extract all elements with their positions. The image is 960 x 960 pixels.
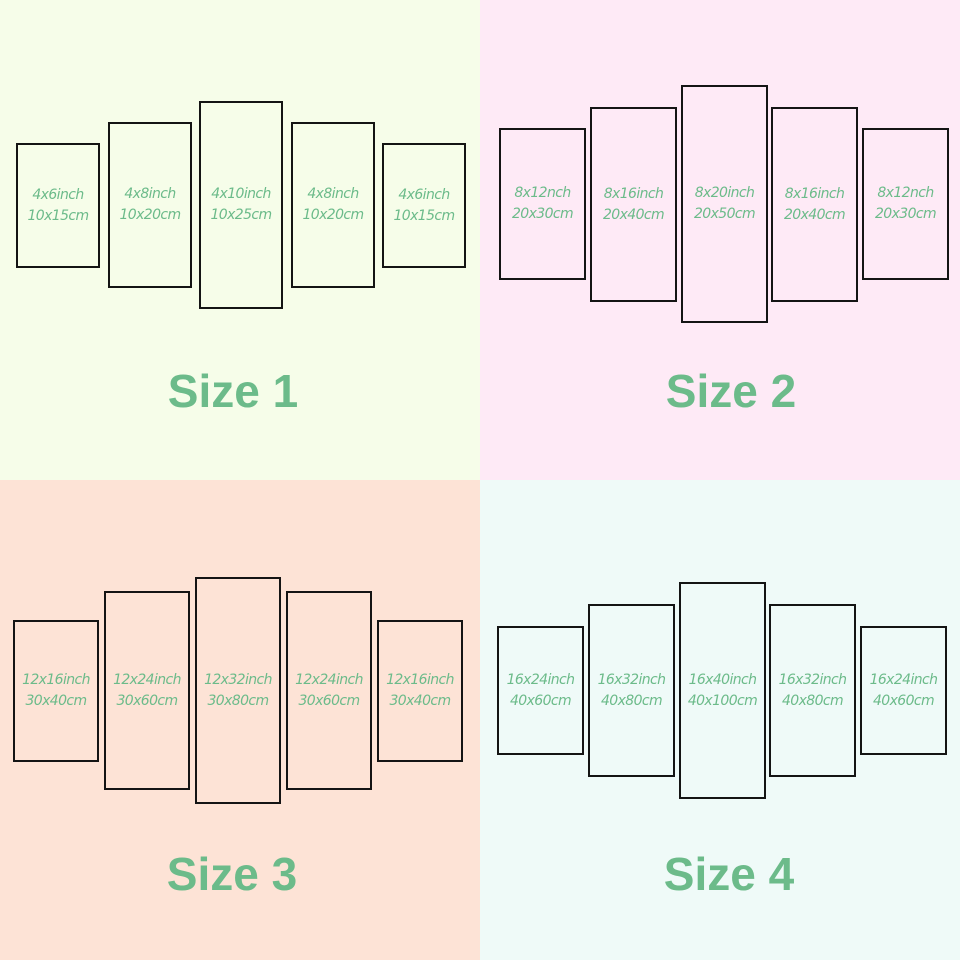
size-4-section: 16x24inch 40x60cm 16x32inch 40x80cm 16x4… [480, 480, 960, 960]
panel-inch-label: 4x8inch [307, 186, 359, 202]
panel-inch-label: 16x24inch [869, 671, 938, 688]
panel-inch-label: 16x32inch [597, 671, 666, 688]
panel-inch-label: 12x16inch [22, 672, 90, 688]
panel-cm-label: 40x80cm [781, 692, 844, 709]
panel-inch-label: 8x12nch [514, 185, 571, 201]
panel-cm-label: 30x60cm [116, 692, 178, 709]
size-title: Size 4 [663, 848, 795, 900]
panel-inch-label: 8x20inch [694, 185, 755, 201]
panel-5: 4x6inch 10x15cm [382, 143, 466, 268]
panel-2: 12x24inch 30x60cm [104, 591, 190, 790]
size-2-section: 8x12nch 20x30cm 8x16inch 20x40cm 8x20inc… [480, 0, 960, 480]
panel-cm-label: 40x60cm [509, 692, 572, 709]
panel-2: 8x16inch 20x40cm [590, 107, 677, 302]
panel-inch-label: 4x10inch [211, 186, 271, 202]
panel-cm-label: 10x15cm [393, 207, 455, 224]
panel-inch-label: 8x16inch [603, 185, 664, 202]
panel-cm-label: 40x80cm [600, 692, 663, 709]
panel-2: 4x8inch 10x20cm [108, 122, 192, 288]
panel-3: 16x40inch 40x100cm [679, 582, 766, 799]
panel-inch-label: 4x6inch [398, 186, 450, 203]
panel-inch-label: 4x6inch [32, 186, 84, 203]
panel-5: 12x16inch 30x40cm [377, 620, 463, 762]
panel-4: 16x32inch 40x80cm [769, 604, 856, 777]
panel-1: 4x6inch 10x15cm [16, 143, 100, 268]
size-title: Size 2 [665, 365, 797, 417]
panel-inch-label: 8x12nch [877, 185, 934, 201]
panel-2: 16x32inch 40x80cm [588, 604, 675, 777]
size-1-section: 4x6inch 10x15cm 4x8inch 10x20cm 4x10inch… [0, 0, 480, 480]
panel-4: 8x16inch 20x40cm [771, 107, 858, 302]
panel-inch-label: 4x8inch [124, 186, 176, 202]
panel-inch-label: 12x24inch [295, 671, 363, 688]
panel-cm-label: 20x40cm [783, 206, 846, 223]
panel-cm-label: 10x20cm [119, 207, 181, 223]
panel-inch-label: 12x16inch [386, 672, 454, 688]
panel-3: 8x20inch 20x50cm [681, 85, 768, 323]
panel-cm-label: 30x40cm [25, 693, 87, 709]
panel-cm-label: 40x60cm [872, 692, 935, 709]
panel-cm-label: 30x60cm [298, 692, 360, 709]
panel-cm-label: 20x30cm [511, 206, 574, 222]
panel-cm-label: 20x40cm [602, 206, 665, 223]
panel-1: 16x24inch 40x60cm [497, 626, 584, 755]
panel-inch-label: 16x24inch [506, 671, 575, 688]
panel-1: 8x12nch 20x30cm [499, 128, 586, 280]
panel-3: 4x10inch 10x25cm [199, 101, 283, 309]
panel-cm-label: 10x25cm [210, 207, 272, 223]
panel-cm-label: 10x15cm [27, 207, 89, 224]
panel-cm-label: 20x30cm [874, 206, 937, 222]
panel-4: 4x8inch 10x20cm [291, 122, 375, 288]
panel-5: 8x12nch 20x30cm [862, 128, 949, 280]
panel-inch-label: 8x16inch [784, 185, 845, 202]
panel-inch-label: 16x32inch [778, 671, 847, 688]
panel-1: 12x16inch 30x40cm [13, 620, 99, 762]
panel-cm-label: 40x100cm [687, 692, 758, 709]
size-title: Size 3 [166, 848, 298, 900]
panel-4: 12x24inch 30x60cm [286, 591, 372, 790]
panel-cm-label: 30x40cm [389, 693, 451, 709]
panel-inch-label: 16x40inch [688, 671, 757, 688]
size-title: Size 1 [167, 365, 299, 417]
panel-5: 16x24inch 40x60cm [860, 626, 947, 755]
panel-inch-label: 12x24inch [113, 671, 181, 688]
size-3-section: 12x16inch 30x40cm 12x24inch 30x60cm 12x3… [0, 480, 480, 960]
panel-inch-label: 12x32inch [204, 671, 272, 688]
panel-3: 12x32inch 30x80cm [195, 577, 281, 804]
panel-cm-label: 30x80cm [207, 692, 269, 709]
panel-cm-label: 20x50cm [693, 206, 756, 222]
panel-cm-label: 10x20cm [302, 207, 364, 223]
